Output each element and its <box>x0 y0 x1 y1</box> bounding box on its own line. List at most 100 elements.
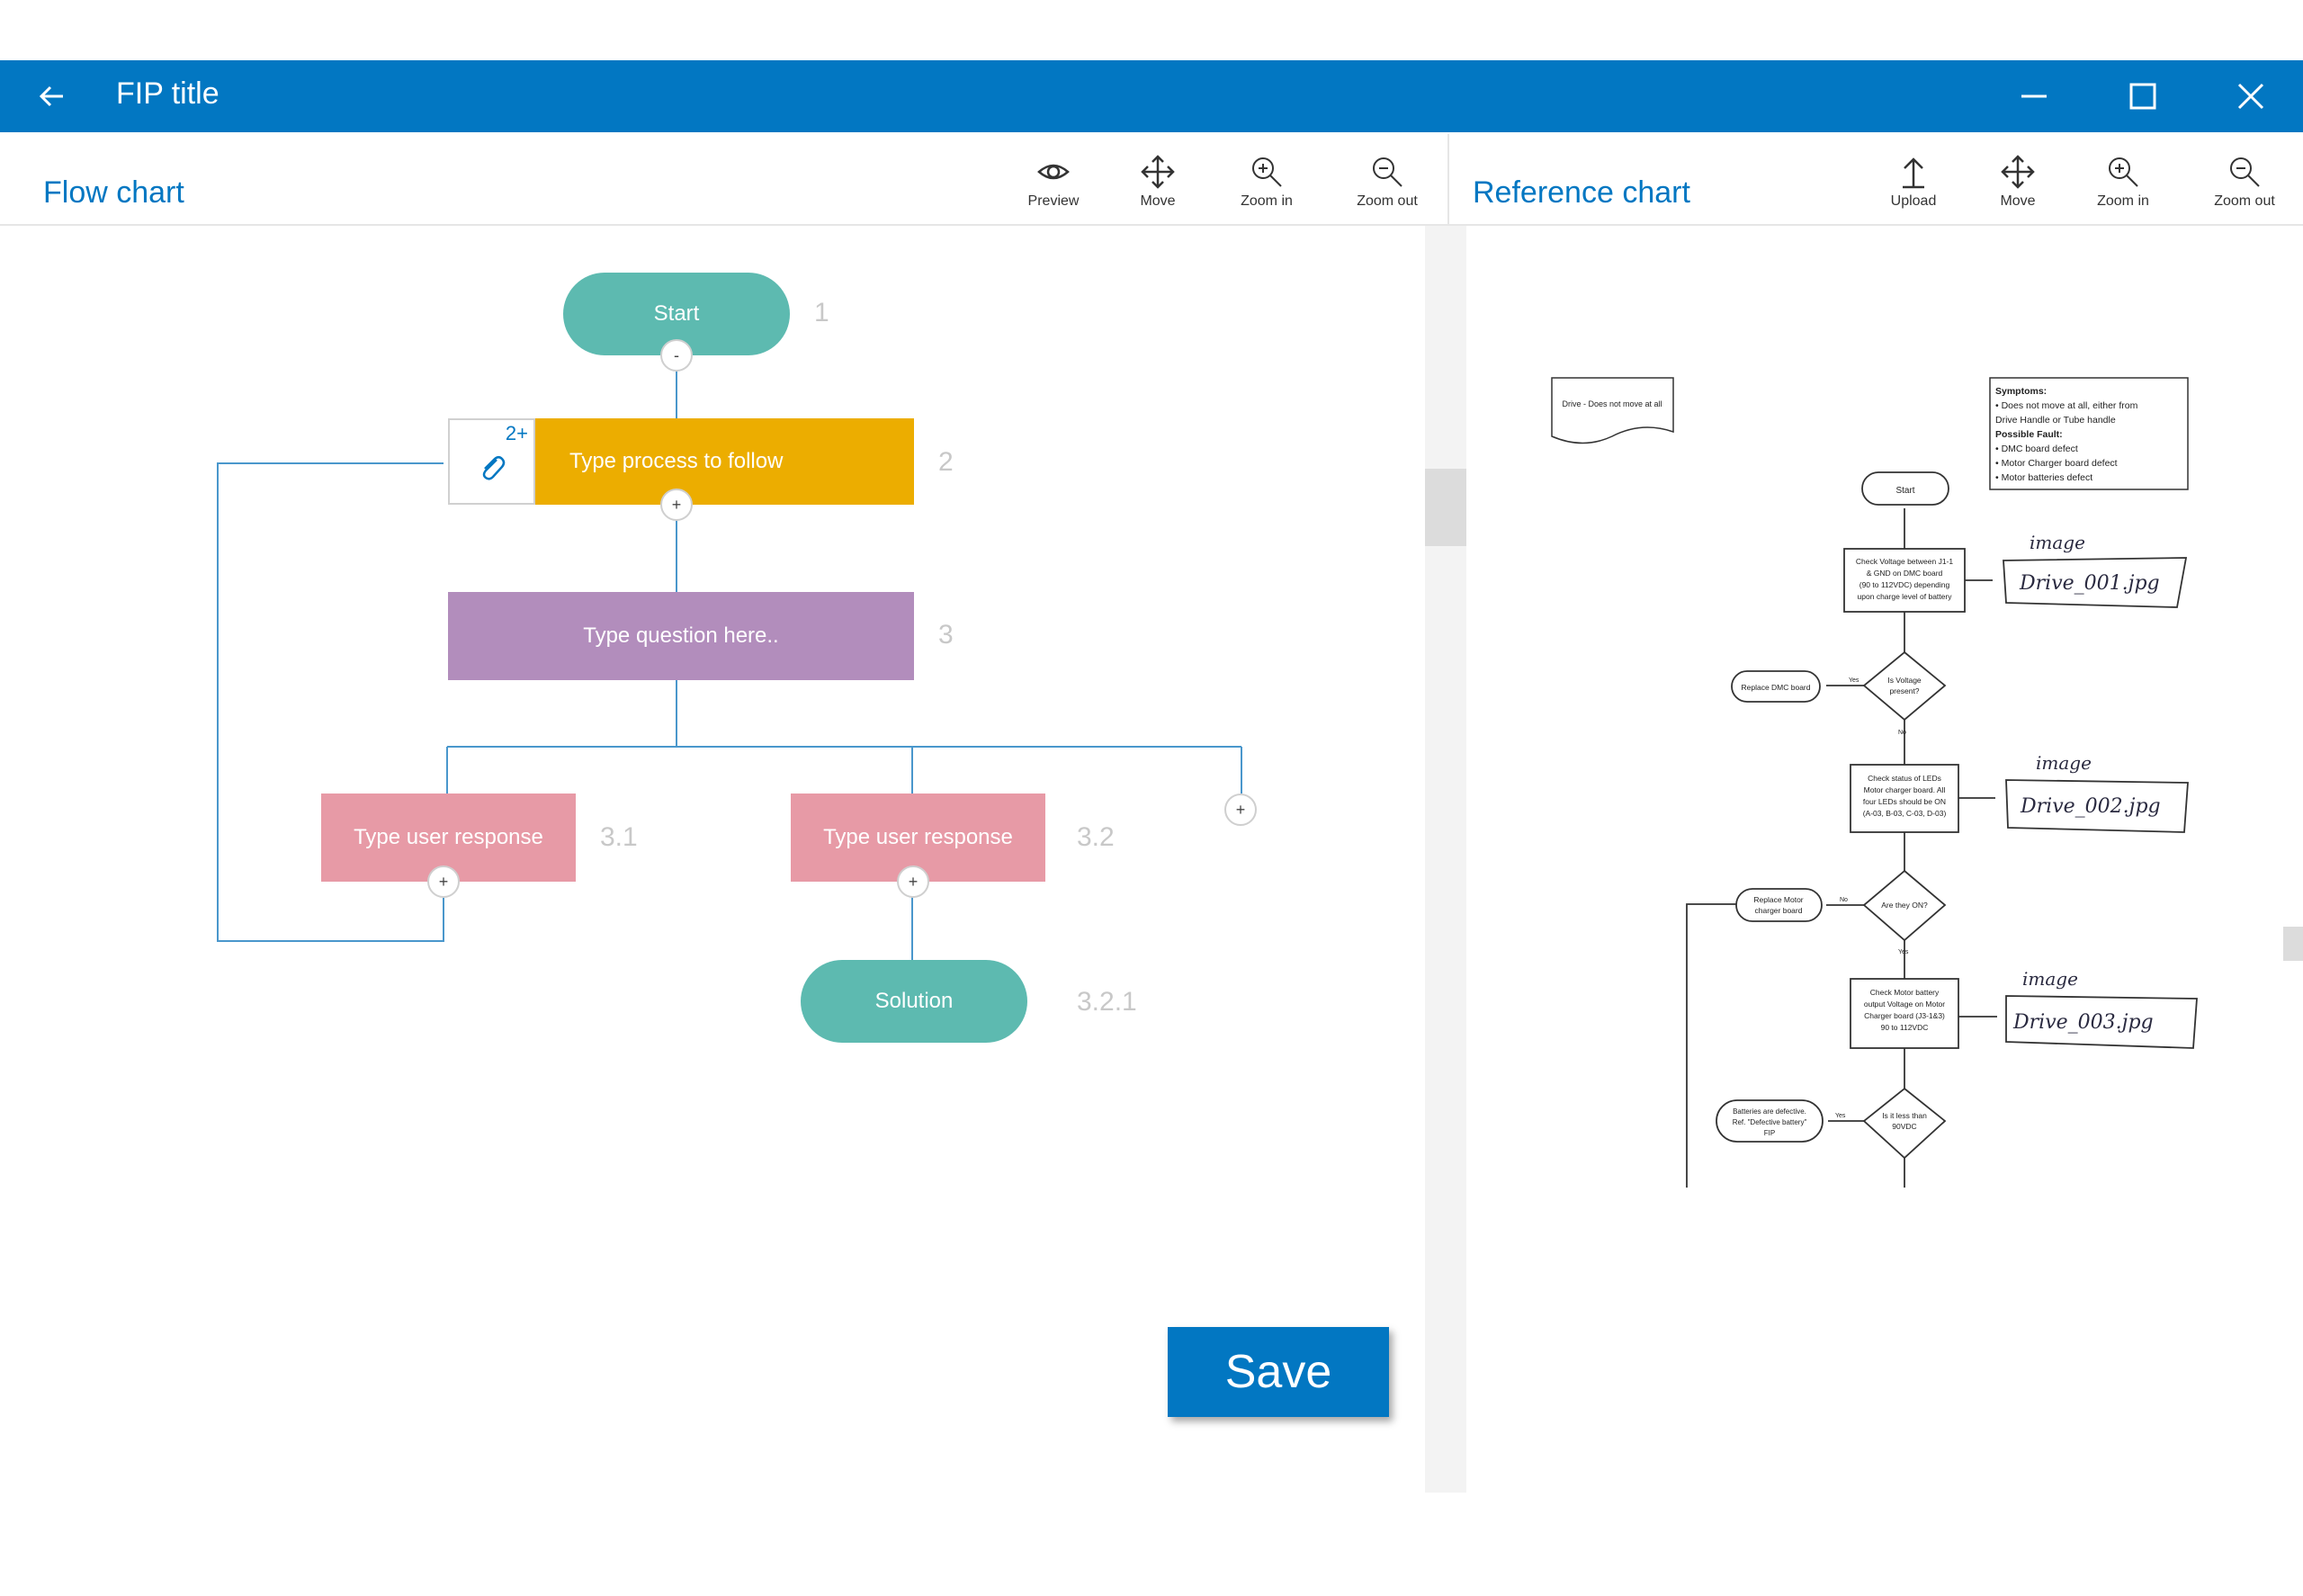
preview-button[interactable]: Preview <box>1008 154 1098 210</box>
ref-move-label: Move <box>2000 193 2036 209</box>
svg-text:output Voltage on Motor: output Voltage on Motor <box>1864 1000 1945 1009</box>
ref-start: Start <box>1895 486 1914 496</box>
reference-scroll-thumb[interactable] <box>2283 927 2303 961</box>
svg-text:• Motor batteries defect: • Motor batteries defect <box>1995 472 2092 483</box>
svg-text:Yes: Yes <box>1849 677 1859 684</box>
svg-text:Drive Handle or Tube handle: Drive Handle or Tube handle <box>1995 415 2116 426</box>
response-1-add-toggle[interactable]: + <box>427 865 460 898</box>
attachment-count: 2+ <box>505 422 528 444</box>
svg-text:• Motor Charger board defect: • Motor Charger board defect <box>1995 458 2118 469</box>
svg-text:& GND on DMC board: & GND on DMC board <box>1867 569 1943 578</box>
window-title: FIP title <box>116 76 220 111</box>
svg-text:No: No <box>1840 897 1848 903</box>
response-2-add-toggle[interactable]: + <box>897 865 929 898</box>
svg-text:Is it less than: Is it less than <box>1882 1111 1927 1120</box>
zoom-out-label: Zoom out <box>1357 193 1418 209</box>
svg-text:No: No <box>1898 730 1906 736</box>
svg-text:90VDC: 90VDC <box>1892 1122 1916 1131</box>
svg-text:Drive_002.jpg: Drive_002.jpg <box>2020 795 2161 818</box>
flow-chart-scrollbar[interactable] <box>1425 226 1466 1493</box>
process-node[interactable]: Type process to follow <box>535 418 914 505</box>
svg-text:(90 to 112VDC) depending: (90 to 112VDC) depending <box>1859 580 1950 589</box>
move-button[interactable]: Move <box>1113 154 1203 210</box>
response-step-number-2: 3.2 <box>1077 822 1115 852</box>
response-step-number-1: 3.1 <box>600 822 638 852</box>
response-label-2: Type user response <box>823 825 1013 849</box>
title-bar: FIP title <box>0 60 2303 132</box>
question-step-number: 3 <box>938 620 954 650</box>
upload-button[interactable]: Upload <box>1868 154 1958 210</box>
move-icon <box>2001 155 2035 189</box>
upload-label: Upload <box>1890 193 1937 209</box>
move-icon <box>1141 155 1175 189</box>
flow-chart-title: Flow chart <box>43 175 184 210</box>
solution-label: Solution <box>874 989 954 1013</box>
save-button[interactable]: Save <box>1168 1327 1389 1417</box>
svg-text:Ref. "Defective battery": Ref. "Defective battery" <box>1733 1118 1807 1126</box>
ref-zoom-out-label: Zoom out <box>2214 193 2275 209</box>
reference-chart-title: Reference chart <box>1473 175 1690 210</box>
process-attachment-button[interactable]: 2+ <box>448 418 535 505</box>
move-label: Move <box>1140 193 1176 209</box>
svg-text:• Does not move at all, eithe: • Does not move at all, either from <box>1995 400 2138 411</box>
eye-icon <box>1037 164 1070 180</box>
solution-node[interactable]: Solution <box>801 960 1027 1043</box>
connector-lines <box>217 355 1242 960</box>
question-node[interactable]: Type question here.. <box>448 592 914 680</box>
ref-zoom-out-button[interactable]: Zoom out <box>2200 154 2290 210</box>
start-label: Start <box>653 301 700 326</box>
start-collapse-toggle[interactable]: - <box>660 339 693 372</box>
svg-text:Is Voltage: Is Voltage <box>1887 676 1922 685</box>
upload-icon <box>1903 157 1924 189</box>
svg-text:Charger board (J3-1&3): Charger board (J3-1&3) <box>1864 1011 1945 1020</box>
svg-text:image: image <box>2022 968 2078 990</box>
reference-chart-image: Drive - Does not move at all Symptoms: •… <box>1551 377 2198 1188</box>
process-step-number: 2 <box>938 447 954 477</box>
svg-text:four LEDs should be ON: four LEDs should be ON <box>1863 797 1946 806</box>
reference-chart-header: Reference chart Upload Move Zoom in Zoom… <box>1449 134 2303 226</box>
preview-label: Preview <box>1027 193 1080 209</box>
svg-text:Replace DMC board: Replace DMC board <box>1741 683 1810 692</box>
solution-step-number: 3.2.1 <box>1077 987 1137 1017</box>
process-label: Type process to follow <box>569 449 784 473</box>
flow-chart-canvas[interactable]: Start - 1 Type process to follow 2 + Typ… <box>0 226 1425 1323</box>
svg-text:Check Motor battery: Check Motor battery <box>1870 988 1940 997</box>
svg-text:Drive_001.jpg: Drive_001.jpg <box>2019 572 2160 595</box>
zoom-in-icon <box>1252 157 1282 187</box>
process-add-toggle[interactable]: + <box>660 489 693 521</box>
close-icon[interactable] <box>2231 76 2271 116</box>
svg-text:Possible Fault:: Possible Fault: <box>1995 429 2063 440</box>
response-label-1: Type user response <box>354 825 543 849</box>
start-step-number: 1 <box>814 298 829 327</box>
maximize-icon[interactable] <box>2123 76 2163 116</box>
svg-text:Yes: Yes <box>1898 949 1909 955</box>
svg-text:present?: present? <box>1889 686 1919 695</box>
back-arrow-icon[interactable] <box>36 80 68 112</box>
flow-chart-header: Flow chart Preview Move Zoom in Zoom out <box>0 134 1447 226</box>
zoom-in-icon <box>2109 157 2138 187</box>
ref-zoom-in-label: Zoom in <box>2097 193 2149 209</box>
svg-text:Check status of LEDs: Check status of LEDs <box>1868 774 1941 783</box>
svg-text:• DMC board defect: • DMC board defect <box>1995 444 2078 454</box>
zoom-out-button[interactable]: Zoom out <box>1342 154 1432 210</box>
svg-text:Symptoms:: Symptoms: <box>1995 386 2047 397</box>
zoom-in-button[interactable]: Zoom in <box>1222 154 1312 210</box>
svg-text:Batteries are defective.: Batteries are defective. <box>1733 1107 1806 1116</box>
ref-doc-label: Drive - Does not move at all <box>1562 399 1662 408</box>
svg-text:Motor charger board. All: Motor charger board. All <box>1864 785 1946 794</box>
ref-zoom-in-button[interactable]: Zoom in <box>2078 154 2168 210</box>
start-node[interactable]: Start <box>563 273 790 355</box>
minimize-icon[interactable] <box>2014 76 2054 116</box>
svg-text:90 to 112VDC: 90 to 112VDC <box>1881 1023 1929 1032</box>
svg-text:image: image <box>2036 752 2092 774</box>
zoom-out-icon <box>2230 157 2260 187</box>
add-branch-button[interactable]: + <box>1224 794 1257 826</box>
svg-text:charger board: charger board <box>1755 906 1803 915</box>
svg-text:FIP: FIP <box>1764 1129 1775 1137</box>
svg-text:Check Voltage between J1-1: Check Voltage between J1-1 <box>1856 557 1953 566</box>
flow-chart-scroll-thumb[interactable] <box>1425 469 1466 546</box>
svg-text:Yes: Yes <box>1835 1113 1846 1119</box>
svg-text:Are they ON?: Are they ON? <box>1881 901 1928 910</box>
svg-text:(A-03, B-03, C-03, D-03): (A-03, B-03, C-03, D-03) <box>1863 809 1947 818</box>
ref-move-button[interactable]: Move <box>1973 154 2063 210</box>
